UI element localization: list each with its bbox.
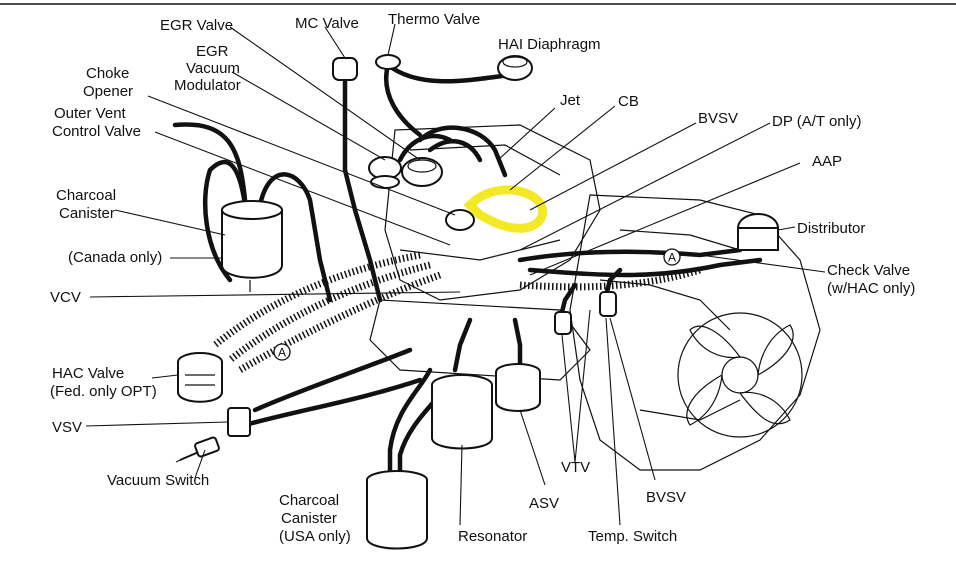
vacuum-hoses [172, 62, 763, 483]
label-choke-opener-1: Choke [86, 65, 129, 82]
leader-lines [85, 23, 826, 526]
svg-text:A: A [668, 251, 676, 265]
label-cb: CB [618, 93, 639, 110]
asv-part [495, 363, 541, 412]
label-charcoal-canister-1: Charcoal [56, 187, 116, 204]
label-charcoal-usa-3: (USA only) [279, 528, 351, 545]
hai-diaphragm-part [497, 55, 533, 81]
label-hac-valve-1: HAC Valve [52, 365, 124, 382]
mc-valve-part [332, 57, 358, 81]
label-vsv: VSV [52, 419, 82, 436]
label-resonator: Resonator [458, 528, 527, 545]
label-vcv: VCV [50, 289, 81, 306]
label-egr-vacuum-modulator-3: Modulator [174, 77, 241, 94]
resonator-part [431, 374, 493, 450]
vacuum-switch-part [175, 436, 220, 463]
charcoal-canister-canada-part [221, 200, 283, 292]
label-check-valve-2: (w/HAC only) [827, 280, 915, 297]
vsv-part [227, 407, 251, 437]
label-hac-valve-2: (Fed. only OPT) [50, 383, 157, 400]
label-distributor: Distributor [797, 220, 865, 237]
choke-opener-part [445, 209, 475, 231]
label-aap: AAP [812, 153, 842, 170]
label-dp: DP (A/T only) [772, 113, 861, 130]
label-thermo-valve: Thermo Valve [388, 11, 480, 28]
bvsv-bottom-part [599, 291, 617, 317]
label-egr-valve: EGR Valve [160, 17, 233, 34]
charcoal-canister-usa-part [366, 470, 428, 550]
label-jet: Jet [560, 92, 581, 109]
label-check-valve-1: Check Valve [827, 262, 910, 279]
label-asv: ASV [529, 495, 559, 512]
label-bvsv-bottom: BVSV [646, 489, 686, 506]
connector-a-left: A [273, 343, 291, 361]
carburetor-body [369, 124, 601, 381]
label-mc-valve: MC Valve [295, 15, 359, 32]
label-charcoal-canister-2: Canister [59, 205, 115, 222]
vtv-part [554, 311, 572, 335]
label-canada-only: (Canada only) [68, 249, 162, 266]
svg-text:A: A [278, 346, 286, 360]
label-vacuum-switch: Vacuum Switch [107, 472, 209, 489]
label-bvsv-top: BVSV [698, 110, 738, 127]
thermo-valve-part [375, 54, 401, 70]
label-choke-opener-2: Opener [83, 83, 133, 100]
label-temp-switch: Temp. Switch [588, 528, 677, 545]
label-egr-vacuum-modulator-2: Vacuum [186, 60, 240, 77]
label-outer-vent-2: Control Valve [52, 123, 141, 140]
cooling-fan [677, 312, 803, 438]
label-charcoal-usa-1: Charcoal [279, 492, 339, 509]
distributor-part [737, 213, 779, 251]
label-charcoal-usa-2: Canister [281, 510, 337, 527]
connector-a-right: A [663, 248, 681, 266]
label-egr-vacuum-modulator-1: EGR [196, 43, 229, 60]
egr-valve-part [401, 157, 443, 187]
hac-valve-part [177, 352, 223, 403]
label-outer-vent-1: Outer Vent [54, 105, 127, 122]
highlighted-hose-section [463, 185, 547, 233]
label-hai-diaphragm: HAI Diaphragm [498, 36, 601, 53]
labels: EGR Valve MC Valve Thermo Valve HAI Diap… [50, 11, 915, 545]
label-vtv: VTV [561, 459, 590, 476]
